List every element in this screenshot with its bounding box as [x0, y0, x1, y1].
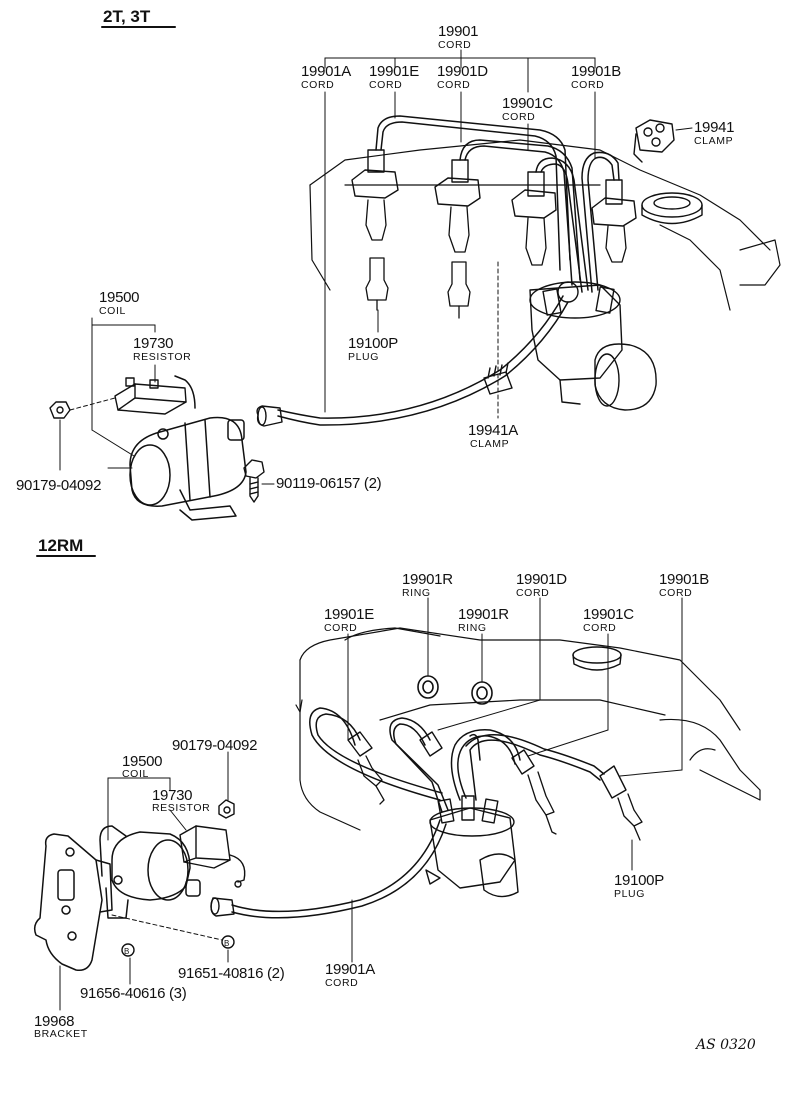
bottom-cord-e-number: 19901E [324, 606, 374, 623]
top-cord-e-number: 19901E [369, 63, 419, 80]
bottom-nut-partnumber: 90179-04092 [172, 737, 258, 754]
bottom-cord-e-caption: CORD [324, 622, 358, 634]
top-nut [49, 401, 71, 419]
top-spark-plugs-installed [365, 199, 627, 266]
top-cord-a-caption: CORD [301, 79, 335, 91]
top-coil-number: 19500 [99, 289, 140, 306]
bottom-cord-a-caption: CORD [325, 977, 359, 989]
top-leader-lines [59, 49, 693, 485]
bottom-cord-c-caption: CORD [583, 622, 617, 634]
top-cord-b-caption: CORD [571, 79, 605, 91]
bottom-distributor [425, 795, 519, 898]
bottom-resistor-caption: RESISTOR [152, 802, 211, 814]
bottom-cord-b-number: 19901B [659, 571, 709, 588]
top-resistor-number: 19730 [133, 335, 174, 352]
top-plug-caption: PLUG [348, 351, 379, 363]
top-cord-d-number: 19901D [437, 63, 488, 80]
bolt-b-glyph-2: B [124, 947, 129, 956]
top-cord-d-caption: CORD [437, 79, 471, 91]
bottom-bracket [33, 833, 113, 972]
bottom-oil-cap [572, 646, 622, 671]
bottom-bracket-caption: BRACKET [34, 1028, 88, 1040]
bottom-plug-boots [347, 731, 627, 799]
bottom-resistor-number: 19730 [152, 787, 193, 804]
section-title-12rm: 12RM [38, 536, 84, 555]
section-title-2t-3t: 2T, 3T [103, 7, 151, 26]
bottom-cord-b-caption: CORD [659, 587, 693, 599]
top-bolt [243, 459, 265, 503]
top-plug-number: 19100P [348, 335, 398, 352]
top-engine-outline [309, 139, 781, 311]
top-bolt-partnumber: 90119-06157 (2) [276, 475, 382, 492]
top-coil-cord [277, 295, 569, 426]
bolt-b-glyph-1: B [224, 939, 229, 948]
radiator-cap [641, 192, 703, 225]
bottom-coil-caption: COIL [122, 768, 149, 780]
bottom-resistor [179, 825, 246, 888]
section-underlines [36, 26, 176, 557]
bottom-plug-caption: PLUG [614, 888, 645, 900]
bottom-leader-lines [59, 597, 683, 1011]
bottom-coil-cord [231, 819, 447, 919]
bottom-rings [417, 675, 493, 705]
drawing-code: AS 0320 [696, 1037, 756, 1053]
bottom-coil-number: 19500 [122, 753, 163, 770]
top-resistor-caption: RESISTOR [133, 351, 192, 363]
bottom-cord-c-number: 19901C [583, 606, 634, 623]
top-coil-caption: COIL [99, 305, 126, 317]
top-cord-c-number: 19901C [502, 95, 553, 112]
bottom-spark-plugs [357, 755, 643, 841]
top-cord-a-number: 19901A [301, 63, 351, 80]
top-clamp-19941a [483, 362, 513, 395]
bottom-bolts: B B [121, 799, 235, 957]
top-clamp-a-number: 19941A [468, 422, 518, 439]
bottom-ignition-coil [99, 825, 201, 919]
top-cord-b-number: 19901B [571, 63, 621, 80]
bottom-cords [309, 707, 605, 813]
bottom-bolt-b-partnumber: 91656-40616 (3) [80, 985, 187, 1002]
bottom-ring-1-caption: RING [402, 587, 431, 599]
top-coil-cord-end [256, 405, 283, 427]
bottom-bolt-a-partnumber: 91651-40816 (2) [178, 965, 285, 982]
bottom-ring-2-number: 19901R [458, 606, 509, 623]
top-clamp-19941 [633, 119, 675, 163]
top-clamp-a-caption: CLAMP [470, 438, 510, 450]
top-cord-c-caption: CORD [502, 111, 536, 123]
bottom-engine-outline [295, 627, 761, 831]
bottom-plug-number: 19100P [614, 872, 664, 889]
top-resistor [114, 377, 187, 415]
bottom-cord-a-number: 19901A [325, 961, 375, 978]
top-cord-main-caption: CORD [438, 39, 472, 51]
top-spark-plugs-loose [365, 257, 471, 319]
top-clamp-caption: CLAMP [694, 135, 734, 147]
bottom-ring-2-caption: RING [458, 622, 487, 634]
bottom-ring-1-number: 19901R [402, 571, 453, 588]
top-clamp-number: 19941 [694, 119, 735, 136]
bottom-cord-d-number: 19901D [516, 571, 567, 588]
top-plug-boots [351, 149, 637, 227]
top-distributor [529, 281, 657, 411]
bottom-cord-d-caption: CORD [516, 587, 550, 599]
top-cord-main-number: 19901 [438, 23, 479, 40]
top-nut-partnumber: 90179-04092 [16, 477, 102, 494]
top-cord-e-caption: CORD [369, 79, 403, 91]
bottom-bracket-number: 19968 [34, 1013, 75, 1030]
bottom-coil-cord-end [210, 897, 235, 917]
top-ignition-coil [129, 375, 247, 521]
top-cords [375, 115, 620, 293]
